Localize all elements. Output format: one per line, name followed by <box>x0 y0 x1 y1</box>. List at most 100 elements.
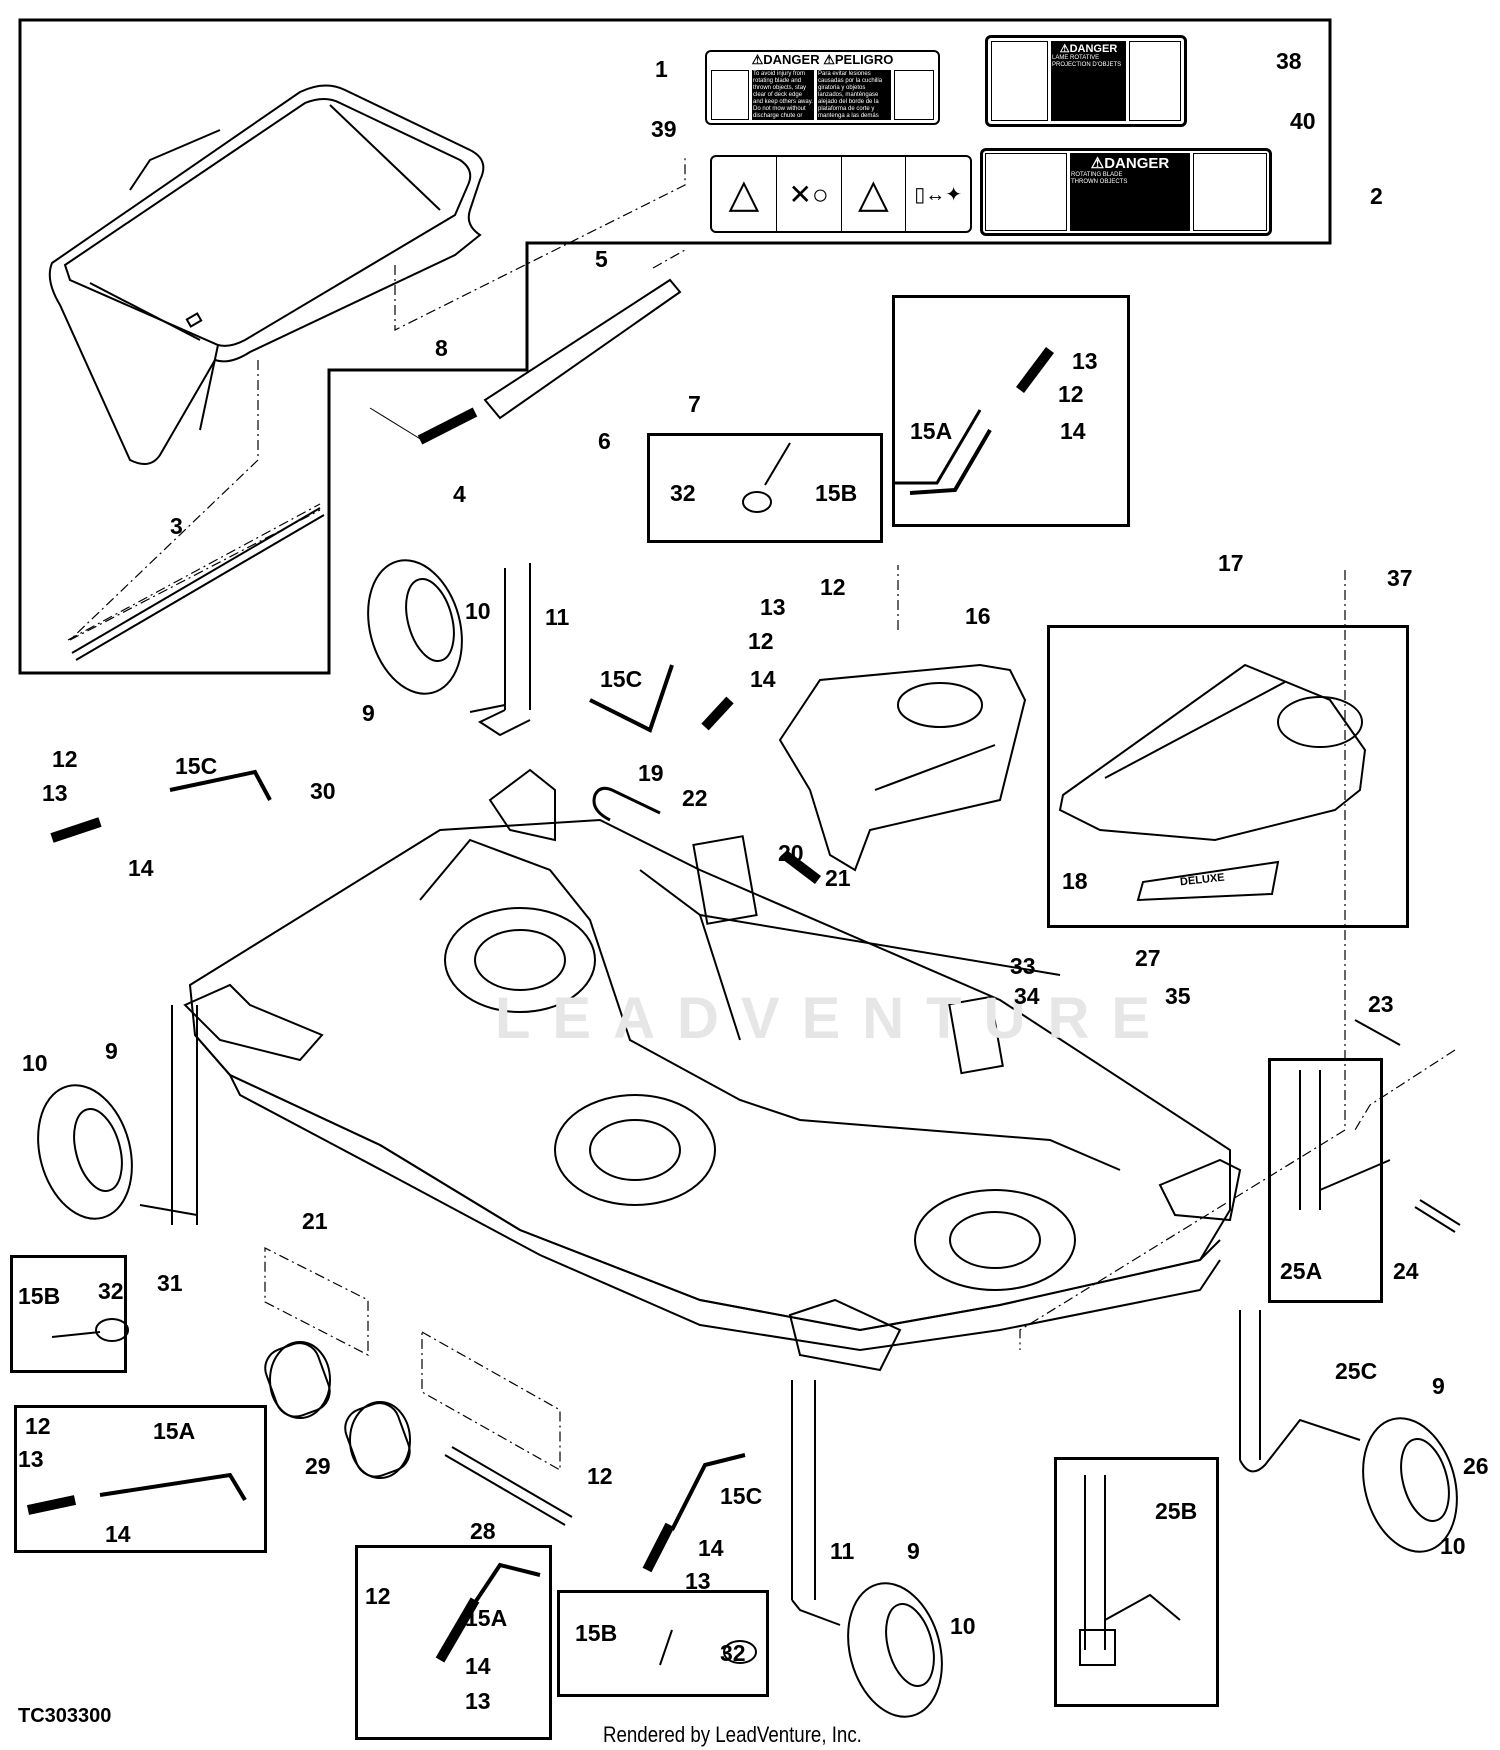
decal-39-pictograms: △ ✕○ △ ▯↔✦ <box>710 155 972 233</box>
callout-35: 35 <box>1165 983 1191 1009</box>
inset-box-15b-32-bottom <box>557 1590 769 1697</box>
callout-14: 14 <box>750 666 776 692</box>
callout-12: 12 <box>365 1583 391 1609</box>
inset-box-15a-top <box>892 295 1130 527</box>
callout-15B: 15B <box>815 480 858 506</box>
part-11-top <box>477 563 531 737</box>
callout-25C: 25C <box>1335 1358 1378 1384</box>
callout-13: 13 <box>1072 348 1098 374</box>
decal-40-heading: ⚠DANGER <box>1090 155 1170 172</box>
callout-10: 10 <box>465 598 491 624</box>
wheel-9-right <box>1362 1417 1458 1553</box>
callout-30: 30 <box>310 778 336 804</box>
bracket-right <box>1158 1158 1242 1222</box>
inset-box-15a-left <box>14 1405 267 1553</box>
callout-13: 13 <box>42 780 68 806</box>
thrown-objects-warning-icon: △ <box>842 157 907 231</box>
callout-14: 14 <box>1060 418 1086 444</box>
callout-28: 28 <box>470 1518 496 1544</box>
inset-box-25b <box>1054 1457 1219 1707</box>
callout-15A: 15A <box>465 1605 508 1631</box>
callout-12: 12 <box>748 628 774 654</box>
callout-9: 9 <box>907 1538 920 1564</box>
callout-5: 5 <box>595 246 608 272</box>
callout-14: 14 <box>128 855 154 881</box>
callout-10: 10 <box>950 1613 976 1639</box>
callout-31: 31 <box>157 1270 183 1296</box>
part-6-bracket <box>483 278 682 420</box>
decal-1-thrown-object-icon <box>894 70 934 120</box>
keep-distance-icon: ▯↔✦ <box>914 183 962 206</box>
bracket-top <box>488 768 556 842</box>
callout-38: 38 <box>1276 48 1302 74</box>
callout-24: 24 <box>1393 1258 1419 1284</box>
decal-40-sub-1: ROTATING BLADE <box>1071 172 1123 178</box>
callout-4: 4 <box>453 481 466 507</box>
callout-9: 9 <box>362 700 375 726</box>
bracket-left <box>183 983 324 1062</box>
callout-26: 26 <box>1463 1453 1489 1479</box>
no-hands-rotating-icon: ✕○ <box>777 157 842 231</box>
callout-32: 32 <box>670 480 696 506</box>
callout-25B: 25B <box>1155 1498 1198 1524</box>
bracket-front <box>788 1298 902 1372</box>
callout-11: 11 <box>545 604 570 630</box>
callout-15A: 15A <box>153 1418 196 1444</box>
callout-2: 2 <box>1370 183 1383 209</box>
callout-15C: 15C <box>600 666 643 692</box>
callout-9: 9 <box>105 1038 118 1064</box>
callout-14: 14 <box>105 1521 131 1547</box>
inset-box-15b-32-top <box>647 433 883 543</box>
decal-1-danger-peligro: ⚠DANGER ⚠PELIGRO To avoid injury from ro… <box>705 50 940 125</box>
part-15C-rod-left <box>169 769 272 801</box>
callout-15A: 15A <box>910 418 953 444</box>
callout-12: 12 <box>52 746 78 772</box>
drawing-id: TC303300 <box>18 1705 112 1727</box>
callout-20: 20 <box>778 840 804 866</box>
callout-22: 22 <box>682 785 708 811</box>
warning-triangle-icon: △ <box>712 157 777 231</box>
wheel-9-left <box>37 1084 133 1220</box>
callout-39: 39 <box>651 116 677 142</box>
callout-12: 12 <box>1058 381 1084 407</box>
callout-3: 3 <box>170 513 183 539</box>
part-15C-rod-mid <box>670 1453 746 1531</box>
watermark: LEADVENTURE <box>495 986 1173 1051</box>
part-17-belt-cover <box>1058 663 1367 842</box>
part-19-jbolt <box>592 786 661 822</box>
callout-27: 27 <box>1135 945 1161 971</box>
part-15C-rod-top <box>589 664 674 733</box>
callout-12: 12 <box>25 1413 51 1439</box>
callout-14: 14 <box>698 1535 724 1561</box>
part-16-belt-cover <box>778 663 1027 872</box>
callout-21: 21 <box>302 1208 328 1234</box>
callout-37: 37 <box>1387 565 1413 591</box>
callout-29: 29 <box>305 1453 331 1479</box>
decal-38-danger-fr: ⚠DANGER LAME ROTATIVE PROJECTION D'OBJET… <box>985 35 1187 127</box>
inset-box-17 <box>1047 625 1409 928</box>
wheel-9-top <box>367 559 463 695</box>
decal-1-text-es: Para evitar lesiones causadas por la cuc… <box>817 70 891 120</box>
part-25C-arm <box>1239 1310 1361 1473</box>
roller-29-b <box>349 1401 411 1479</box>
inset-box-15b-32-left <box>10 1255 127 1373</box>
decal-1-hand-icon <box>711 70 749 120</box>
part-30-mower-deck <box>188 818 1231 1352</box>
callout-12: 12 <box>820 574 846 600</box>
part-20-spring <box>781 851 822 884</box>
grass-bag-group-frame <box>18 18 1332 675</box>
callout-25A: 25A <box>1280 1258 1323 1284</box>
callout-13: 13 <box>760 594 786 620</box>
decal-38-sub-1: LAME ROTATIVE <box>1052 55 1100 61</box>
callout-32: 32 <box>720 1640 746 1666</box>
callout-33: 33 <box>1010 953 1036 979</box>
callout-18: 18 <box>1062 868 1088 894</box>
decal-40-hand-icon <box>985 153 1067 231</box>
callout-15C: 15C <box>720 1483 763 1509</box>
inset-box-25a <box>1268 1058 1383 1303</box>
decal-38-hand-icon <box>991 41 1048 121</box>
decal-40-thrown-object-icon <box>1193 153 1267 231</box>
callout-17: 17 <box>1218 550 1244 576</box>
roller-29-a <box>269 1341 331 1419</box>
